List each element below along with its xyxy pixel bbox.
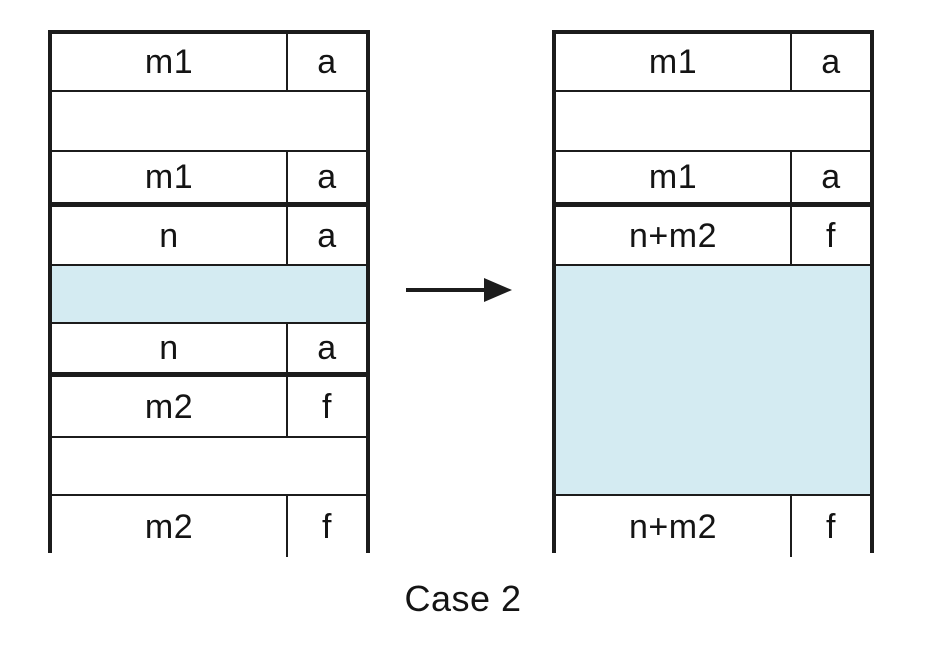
memory-row-size-cell [556, 266, 870, 494]
memory-row-size-cell: m1 [52, 152, 288, 202]
memory-row-flag-label: a [317, 329, 337, 367]
memory-row-flag-label: a [317, 158, 337, 196]
memory-row-size-label: m2 [144, 507, 194, 546]
memory-row-size-label: n+m2 [629, 507, 717, 546]
memory-row-size-cell: n [52, 207, 288, 264]
memory-row-flag-label: f [322, 387, 332, 426]
memory-row-size-cell [52, 266, 366, 322]
memory-row-size-cell: n [52, 324, 288, 372]
figure-caption: Case 2 [404, 578, 522, 619]
memory-row: m1 a [556, 152, 870, 207]
memory-row-flag-cell: a [288, 324, 366, 372]
memory-row-empty [52, 438, 366, 496]
memory-row-size-cell: m2 [52, 496, 288, 557]
memory-row-empty [52, 92, 366, 152]
memory-row-size-cell [52, 92, 366, 150]
memory-row-size-label: n [159, 329, 179, 367]
memory-row-flag-cell: f [288, 496, 366, 557]
memory-row-size-cell: m1 [556, 152, 792, 202]
memory-row: m1 a [52, 34, 366, 92]
memory-row: n+m2 f [556, 496, 870, 557]
memory-row-highlighted [556, 266, 870, 496]
memory-row-flag-label: a [821, 158, 841, 196]
memory-row-flag-label: f [826, 216, 836, 255]
memory-row-size-cell: m2 [52, 377, 288, 436]
memory-row: m2 f [52, 496, 366, 557]
memory-row-flag-cell: f [792, 207, 870, 264]
memory-row-size-label: m1 [144, 158, 194, 196]
memory-row-empty [556, 92, 870, 152]
memory-row-flag-cell: f [288, 377, 366, 436]
memory-row-size-label: m1 [648, 158, 698, 196]
memory-row: m2 f [52, 377, 366, 438]
memory-row-flag-label: f [322, 507, 332, 546]
memory-row-size-label: m1 [648, 43, 698, 81]
memory-row-size-label: n+m2 [629, 216, 717, 255]
memory-row-highlighted [52, 266, 366, 324]
memory-row-size-label: m2 [144, 387, 194, 426]
memory-row-size-cell [556, 92, 870, 150]
memory-row-flag-cell: f [792, 496, 870, 557]
memory-table-after: m1 a m1 a n+m2 f n+m2 f [552, 30, 874, 557]
memory-row-flag-cell: a [792, 34, 870, 90]
memory-row-flag-label: a [317, 43, 337, 81]
memory-row-flag-label: f [826, 507, 836, 546]
memory-row: m1 a [556, 34, 870, 92]
memory-row-flag-cell: a [288, 207, 366, 264]
memory-row-flag-cell: a [288, 34, 366, 90]
memory-row-flag-cell: a [792, 152, 870, 202]
memory-row-flag-cell: a [288, 152, 366, 202]
memory-row-size-cell: m1 [556, 34, 792, 90]
memory-row-size-cell: n+m2 [556, 207, 792, 264]
memory-row-size-cell: m1 [52, 34, 288, 90]
memory-row: m1 a [52, 152, 366, 207]
memory-row-size-label: m1 [144, 43, 194, 81]
memory-row-flag-label: a [317, 216, 337, 255]
memory-row-size-cell: n+m2 [556, 496, 792, 557]
memory-row-size-cell [52, 438, 366, 494]
memory-row-flag-label: a [821, 43, 841, 81]
transition-arrow [404, 272, 512, 308]
memory-row: n+m2 f [556, 207, 870, 266]
memory-row-size-label: n [159, 216, 179, 255]
